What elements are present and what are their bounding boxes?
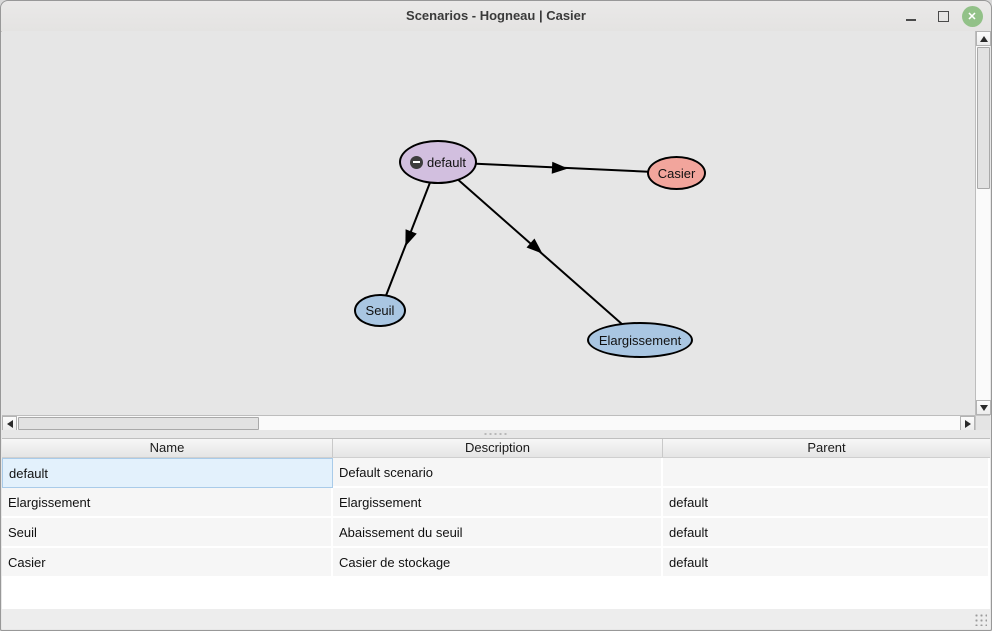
graph-canvas[interactable]: default Casier Seuil Elargissement	[2, 31, 975, 415]
minimize-icon	[906, 19, 916, 21]
vertical-scrollbar[interactable]	[975, 31, 991, 415]
maximize-icon	[937, 10, 949, 22]
table-row: Seuil Abaissement du seuil default	[2, 518, 990, 548]
cell-description[interactable]: Default scenario	[333, 458, 663, 488]
node-label: Seuil	[365, 303, 395, 318]
table-header-row: Name Description Parent	[2, 439, 990, 458]
maximize-button[interactable]	[933, 1, 953, 31]
horizontal-scrollbar-thumb[interactable]	[18, 417, 259, 430]
arrow-left-icon	[6, 419, 13, 428]
horizontal-scrollbar[interactable]	[2, 415, 975, 431]
table-row: Elargissement Elargissement default	[2, 488, 990, 518]
graph-node-casier[interactable]: Casier	[647, 156, 706, 190]
column-header-description[interactable]: Description	[333, 439, 663, 457]
cell-description[interactable]: Abaissement du seuil	[333, 518, 663, 548]
minimize-button[interactable]	[901, 1, 921, 31]
graph-edges	[379, 161, 677, 341]
scroll-left-button[interactable]	[2, 416, 17, 431]
scrollbar-corner	[975, 415, 990, 430]
graph-node-seuil[interactable]: Seuil	[354, 294, 406, 327]
arrow-up-icon	[979, 35, 988, 42]
table-row: Casier Casier de stockage default	[2, 548, 990, 578]
cell-name[interactable]: default	[2, 458, 333, 488]
vertical-scrollbar-thumb[interactable]	[977, 47, 990, 189]
arrow-down-icon	[979, 404, 988, 411]
graph-node-default[interactable]: default	[399, 140, 477, 184]
window-title: Scenarios - Hogneau | Casier	[406, 8, 586, 23]
column-header-name[interactable]: Name	[2, 439, 333, 457]
titlebar[interactable]: Scenarios - Hogneau | Casier ✕	[1, 1, 991, 32]
graph-node-elargissement[interactable]: Elargissement	[587, 322, 693, 358]
cell-description[interactable]: Elargissement	[333, 488, 663, 518]
arrowhead-icon	[551, 161, 568, 174]
collapse-minus-icon[interactable]	[409, 155, 423, 169]
splitter-dots-icon	[483, 433, 509, 435]
minus-bar	[412, 161, 420, 163]
node-label: default	[426, 154, 467, 170]
arrowhead-icon	[526, 238, 543, 254]
scroll-down-button[interactable]	[976, 400, 991, 415]
node-label: Casier	[657, 165, 696, 181]
arrowhead-icon	[405, 229, 417, 247]
cell-parent[interactable]: default	[663, 518, 990, 548]
cell-parent[interactable]: default	[663, 548, 990, 578]
table-row: default Default scenario	[2, 458, 990, 488]
scroll-right-button[interactable]	[960, 416, 975, 431]
status-bar	[2, 609, 990, 629]
cell-parent[interactable]	[663, 458, 990, 488]
cell-description[interactable]: Casier de stockage	[333, 548, 663, 578]
node-label: Elargissement	[598, 332, 682, 348]
scenarios-table: Name Description Parent default Default …	[2, 438, 990, 612]
resize-grip-icon[interactable]	[974, 613, 987, 626]
table-empty-area[interactable]	[2, 578, 990, 612]
cell-name[interactable]: Elargissement	[2, 488, 333, 518]
cell-name[interactable]: Seuil	[2, 518, 333, 548]
splitter-handle[interactable]	[2, 430, 990, 438]
column-header-parent[interactable]: Parent	[807, 440, 846, 455]
scenario-graph-area: default Casier Seuil Elargissement	[2, 31, 991, 431]
cell-name[interactable]: Casier	[2, 548, 333, 578]
arrow-right-icon	[964, 419, 971, 428]
close-button[interactable]: ✕	[959, 1, 985, 31]
close-icon: ✕	[961, 5, 983, 27]
cell-parent[interactable]: default	[663, 488, 990, 518]
scroll-up-button[interactable]	[976, 31, 991, 46]
